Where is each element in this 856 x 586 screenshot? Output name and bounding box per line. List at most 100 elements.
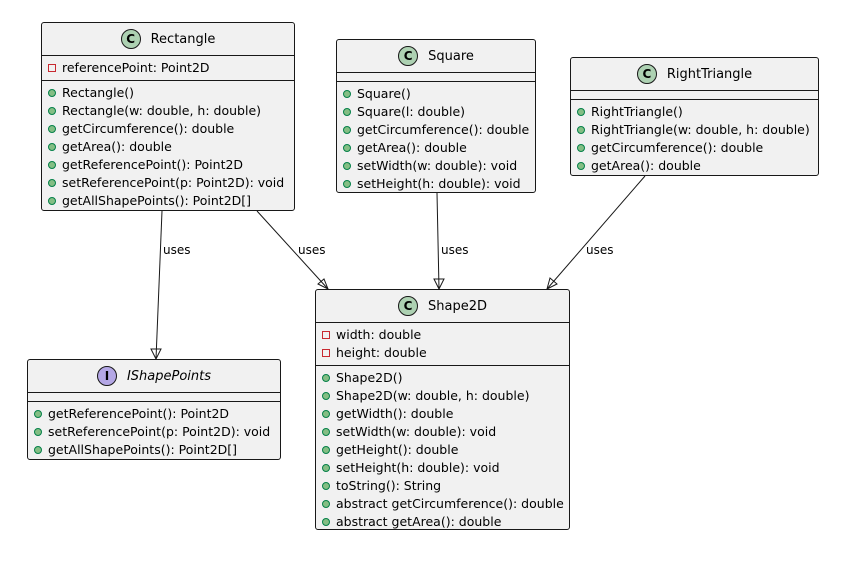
interface-header: I IShapePoints [28, 360, 280, 393]
fields-section [571, 91, 818, 100]
field-row: width: double [316, 326, 569, 344]
method-row: Square(l: double) [337, 103, 535, 121]
class-stereotype-icon: C [636, 64, 657, 84]
relation-label: uses [586, 243, 614, 257]
method-text: setReferencePoint(p: Point2D): void [48, 424, 271, 439]
class-stereotype-icon: C [398, 296, 418, 316]
public-method-icon [322, 482, 330, 490]
method-text: getReferencePoint(): Point2D [62, 157, 244, 172]
method-text: Square(l: double) [357, 104, 466, 119]
public-method-icon [48, 179, 56, 187]
field-row: referencePoint: Point2D [42, 59, 294, 77]
private-field-icon [322, 349, 330, 357]
method-text: getArea(): double [357, 140, 467, 155]
method-row: getArea(): double [571, 157, 818, 175]
methods-section: getReferencePoint(): Point2D setReferenc… [28, 402, 280, 462]
edge-square-shape2d [436, 192, 440, 290]
class-shape2d[interactable]: C Shape2D width: double height: double S… [315, 289, 570, 530]
public-method-icon [343, 144, 351, 152]
fields-section [337, 73, 535, 82]
public-method-icon [322, 518, 330, 526]
relation-label: uses [441, 243, 469, 257]
class-name: Shape2D [428, 298, 487, 314]
class-square[interactable]: C Square Square() Square(l: double) getC… [336, 39, 536, 193]
relation-label: uses [298, 243, 326, 257]
public-method-icon [48, 161, 56, 169]
public-method-icon [48, 89, 56, 97]
interface-name: IShapePoints [126, 368, 212, 384]
field-row: height: double [316, 344, 569, 362]
public-method-icon [343, 108, 351, 116]
interface-ishapepoints[interactable]: I IShapePoints getReferencePoint(): Poin… [27, 359, 281, 460]
class-name: RightTriangle [666, 66, 753, 82]
method-row: RightTriangle(w: double, h: double) [571, 121, 818, 139]
method-row: toString(): String [316, 477, 569, 495]
method-text: abstract getCircumference(): double [336, 496, 564, 511]
method-text: getCircumference(): double [357, 122, 530, 137]
public-method-icon [34, 428, 42, 436]
public-method-icon [48, 107, 56, 115]
method-row: abstract getArea(): double [316, 513, 569, 531]
method-row: setHeight(h: double): void [337, 175, 535, 193]
arrow-head-icon [546, 277, 558, 290]
arrow-head-icon [150, 348, 162, 361]
method-text: setWidth(w: double): void [336, 424, 497, 439]
method-row: Rectangle(w: double, h: double) [42, 102, 294, 120]
public-method-icon [322, 410, 330, 418]
method-row: getAllShapePoints(): Point2D[] [42, 192, 294, 210]
methods-section: Rectangle() Rectangle(w: double, h: doub… [42, 81, 294, 213]
public-method-icon [322, 464, 330, 472]
method-text: getArea(): double [591, 158, 701, 173]
method-row: getAllShapePoints(): Point2D[] [28, 441, 280, 459]
class-name: Square [428, 48, 474, 64]
class-righttriangle[interactable]: C RightTriangle RightTriangle() RightTri… [570, 57, 819, 176]
method-row: RightTriangle() [571, 103, 818, 121]
methods-section: RightTriangle() RightTriangle(w: double,… [571, 100, 818, 178]
class-header: C RightTriangle [571, 58, 818, 91]
method-row: getReferencePoint(): Point2D [28, 405, 280, 423]
public-method-icon [343, 162, 351, 170]
fields-section: width: double height: double [316, 323, 569, 366]
method-text: toString(): String [336, 478, 442, 493]
arrow-head-icon [317, 278, 329, 291]
method-text: setWidth(w: double): void [357, 158, 518, 173]
class-header: C Square [337, 40, 535, 73]
method-row: getArea(): double [337, 139, 535, 157]
public-method-icon [34, 410, 42, 418]
method-text: Shape2D(w: double, h: double) [336, 388, 530, 403]
public-method-icon [577, 144, 585, 152]
class-header: C Rectangle [42, 23, 294, 56]
public-method-icon [34, 446, 42, 454]
method-text: getCircumference(): double [62, 121, 235, 136]
method-row: setHeight(h: double): void [316, 459, 569, 477]
method-row: Square() [337, 85, 535, 103]
public-method-icon [577, 162, 585, 170]
edge-rectangle-ishapepoints [155, 210, 163, 360]
class-header: C Shape2D [316, 290, 569, 323]
method-text: Rectangle(w: double, h: double) [62, 103, 262, 118]
method-row: abstract getCircumference(): double [316, 495, 569, 513]
method-text: getWidth(): double [336, 406, 454, 421]
methods-section: Shape2D() Shape2D(w: double, h: double) … [316, 366, 569, 534]
method-text: setHeight(h: double): void [357, 176, 521, 191]
method-row: getArea(): double [42, 138, 294, 156]
edge-rectangle-shape2d [256, 210, 329, 290]
method-text: getArea(): double [62, 139, 172, 154]
method-text: getAllShapePoints(): Point2D[] [62, 193, 252, 208]
method-text: getHeight(): double [336, 442, 459, 457]
method-row: getReferencePoint(): Point2D [42, 156, 294, 174]
public-method-icon [322, 428, 330, 436]
method-text: setHeight(h: double): void [336, 460, 500, 475]
method-row: setReferencePoint(p: Point2D): void [28, 423, 280, 441]
method-text: Shape2D() [336, 370, 403, 385]
methods-section: Square() Square(l: double) getCircumfere… [337, 82, 535, 196]
method-text: getAllShapePoints(): Point2D[] [48, 442, 238, 457]
public-method-icon [48, 125, 56, 133]
method-row: getCircumference(): double [42, 120, 294, 138]
interface-stereotype-icon: I [96, 366, 117, 386]
method-row: Shape2D(w: double, h: double) [316, 387, 569, 405]
class-rectangle[interactable]: C Rectangle referencePoint: Point2D Rect… [41, 22, 295, 211]
public-method-icon [48, 197, 56, 205]
